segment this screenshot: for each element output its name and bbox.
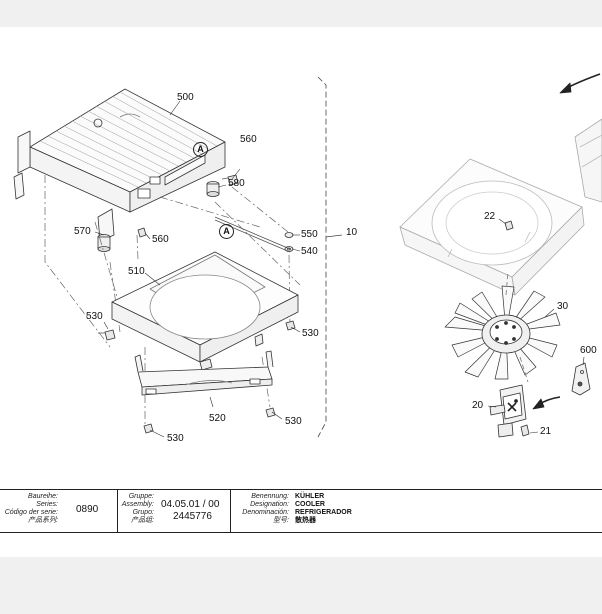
hydraulic-motor — [489, 384, 527, 438]
group-label-en: Assembly: — [121, 501, 154, 508]
series-value: 0890 — [76, 504, 99, 515]
washer-550 — [284, 232, 294, 238]
rubber-mount-580 — [206, 181, 220, 197]
group-label-es: Grupo: — [132, 509, 154, 516]
callout-530: 530 — [302, 328, 319, 339]
radiator-core — [13, 88, 226, 242]
bolt-21 — [520, 424, 530, 437]
callout-30: 30 — [557, 301, 569, 312]
callout-21: 21 — [540, 426, 552, 437]
designation-label-zh: 型号: — [273, 517, 289, 524]
designation-label-de: Benennung: — [251, 493, 289, 500]
bolt-530-bottom-right — [265, 407, 276, 418]
bracket-600 — [571, 362, 591, 396]
designation-de: KÜHLER — [295, 493, 325, 500]
callout-580: 580 — [228, 178, 245, 189]
series-label-en: Series: — [36, 501, 58, 508]
title-block: Baureihe: Series: Código der serie: 产品系列… — [0, 489, 602, 533]
assembly-number: 2445776 — [173, 511, 212, 522]
direction-arrow-bottom — [532, 396, 561, 410]
designation-es: REFRIGERADOR — [295, 509, 352, 516]
rubber-mount-570 — [97, 234, 111, 252]
callout-600: 600 — [580, 345, 597, 356]
callout-530: 530 — [86, 311, 103, 322]
callout-530: 530 — [285, 416, 302, 427]
title-block-divider — [117, 490, 118, 532]
fan-hub — [481, 314, 531, 354]
callout-550: 550 — [301, 229, 318, 240]
callout-560: 560 — [152, 234, 169, 245]
callout-510: 510 — [128, 266, 145, 277]
designation-en: COOLER — [295, 501, 325, 508]
group-bracket-10 — [317, 76, 327, 438]
callout-20: 20 — [472, 400, 484, 411]
designation-label-en: Designation: — [250, 501, 289, 508]
series-label-es: Código der serie: — [4, 509, 58, 516]
mounting-bracket — [134, 350, 274, 396]
bolt-22 — [504, 220, 514, 231]
bolt-560-lower — [137, 227, 147, 238]
series-label-zh: 产品系列: — [28, 517, 58, 524]
designation-zh: 散热器 — [295, 517, 316, 524]
fan-shroud — [111, 251, 299, 371]
direction-arrow-top — [559, 73, 601, 94]
group-value: 04.05.01 / 00 — [161, 499, 220, 510]
group-label-de: Gruppe: — [128, 493, 154, 500]
fan-ring-shroud — [399, 158, 585, 296]
drawing-sheet: 500 560 580 570 560 550 540 10 510 530 5… — [0, 27, 602, 557]
reference-mark-a: A — [193, 142, 208, 157]
callout-500: 500 — [177, 92, 194, 103]
bolt-560-upper — [221, 174, 239, 186]
callout-520: 520 — [209, 413, 226, 424]
bolt-530-bottom-left — [143, 423, 154, 434]
designation-label-es: Denominación: — [242, 509, 289, 516]
group-label-zh: 产品组: — [131, 517, 154, 524]
engine-part-partial — [574, 118, 602, 203]
series-label-de: Baureihe: — [28, 493, 58, 500]
callout-540: 540 — [301, 246, 318, 257]
bolt-530-left — [98, 329, 116, 341]
callout-530: 530 — [167, 433, 184, 444]
callout-570: 570 — [74, 226, 91, 237]
reference-mark-a: A — [219, 224, 234, 239]
callout-10: 10 — [346, 227, 358, 238]
callout-560: 560 — [240, 134, 257, 145]
callout-22: 22 — [484, 211, 496, 222]
exploded-parts-diagram — [13, 73, 602, 438]
title-block-divider — [230, 490, 231, 532]
